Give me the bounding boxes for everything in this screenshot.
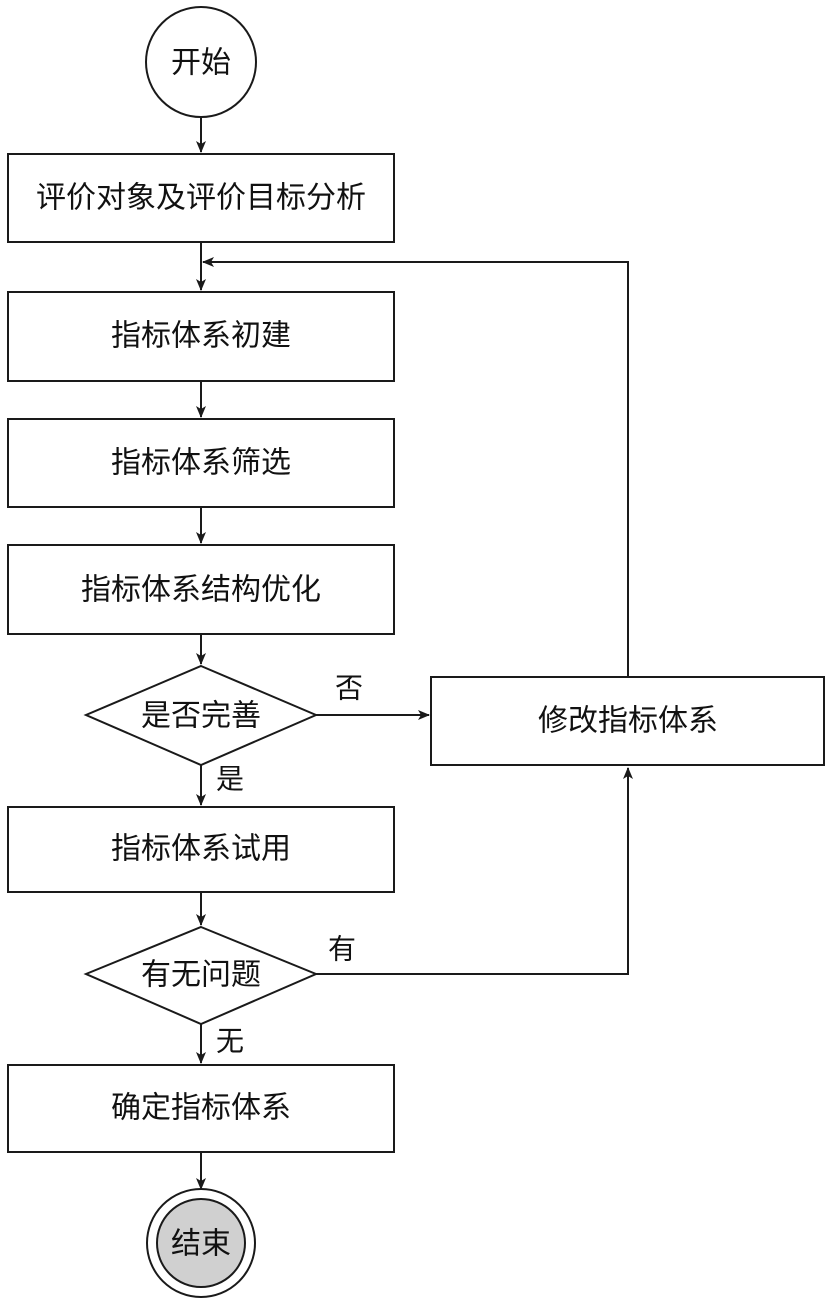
decision-complete xyxy=(83,664,319,767)
branch-has-label: 有 xyxy=(328,933,356,966)
start-label: 开始 xyxy=(171,46,231,81)
screen-label: 指标体系筛选 xyxy=(111,446,291,481)
screen-box xyxy=(7,418,395,508)
edge-problem-yes xyxy=(316,767,633,975)
confirm-label: 确定指标体系 xyxy=(111,1091,291,1126)
end-label: 结束 xyxy=(171,1227,231,1262)
optimize-box xyxy=(7,544,395,635)
decision-problem xyxy=(83,925,319,1026)
optimize-label: 指标体系结构优化 xyxy=(81,573,321,608)
build-box xyxy=(7,291,395,382)
confirm-box xyxy=(7,1064,395,1153)
build-label: 指标体系初建 xyxy=(111,319,291,354)
analysis-box xyxy=(7,153,395,243)
branch-none-label: 无 xyxy=(216,1025,244,1058)
trial-box xyxy=(7,806,395,893)
modify-label: 修改指标体系 xyxy=(538,704,718,739)
branch-no-label: 否 xyxy=(335,672,363,705)
decision-problem-label: 有无问题 xyxy=(141,958,261,993)
modify-box xyxy=(430,676,825,766)
analysis-label: 评价对象及评价目标分析 xyxy=(36,181,366,216)
trial-label: 指标体系试用 xyxy=(111,832,291,867)
start-node xyxy=(145,6,257,118)
end-node-inner xyxy=(156,1198,246,1288)
branch-yes-label: 是 xyxy=(216,763,244,796)
decision-complete-label: 是否完善 xyxy=(141,699,261,734)
edge-modify-loop xyxy=(202,257,629,677)
